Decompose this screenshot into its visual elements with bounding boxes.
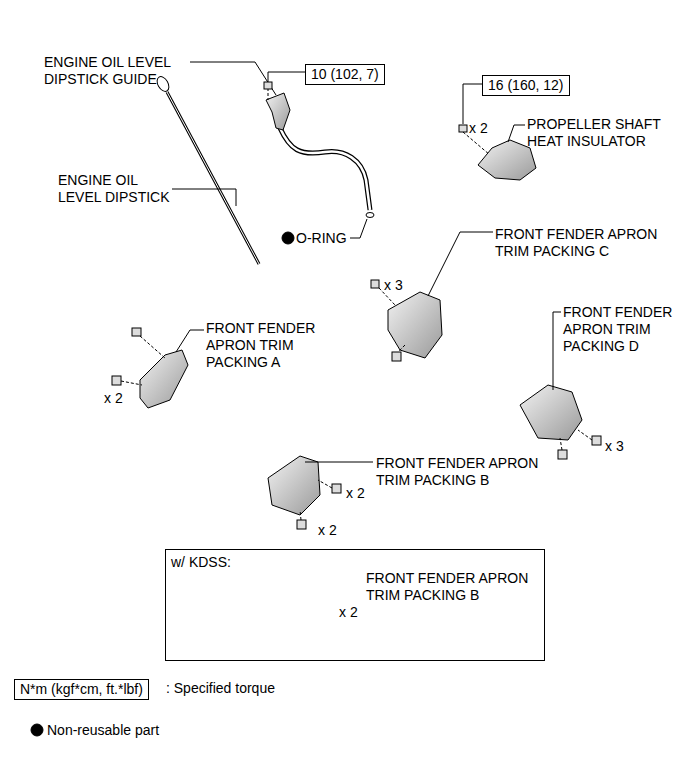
bolt xyxy=(392,352,401,361)
variant-heading: w/ KDSS: xyxy=(171,554,231,571)
part-name: FRONT FENDER APRON TRIM PACKING B xyxy=(366,570,536,604)
bolt-line xyxy=(268,88,269,100)
bolt-line xyxy=(578,430,592,440)
quantity: x 3 xyxy=(605,438,624,455)
legend-text: Non-reusable part xyxy=(47,722,159,738)
quantity: x 2 xyxy=(469,120,488,137)
torque-value: 10 (102, 7) xyxy=(311,66,379,83)
leader-line xyxy=(268,72,305,82)
leader-line xyxy=(428,232,493,296)
packing-b xyxy=(268,456,320,515)
quantity: x 3 xyxy=(384,277,403,294)
part-name: FRONT FENDER APRON TRIM PACKING B xyxy=(376,455,551,489)
bolt-line xyxy=(560,438,562,450)
legend-torque-box: N*m (kgf*cm, ft.*lbf) xyxy=(14,679,149,700)
leader-line xyxy=(553,312,561,390)
bolt xyxy=(112,376,121,385)
legend-text: : Specified torque xyxy=(166,680,275,696)
bolt xyxy=(558,450,567,459)
leader-line xyxy=(463,84,482,124)
guide-bracket xyxy=(266,93,290,130)
bolt xyxy=(592,436,601,445)
leader-line xyxy=(172,189,236,206)
bolt xyxy=(459,125,467,132)
non-reusable-dot xyxy=(31,724,43,736)
bolt-line xyxy=(398,345,405,352)
leader-line xyxy=(190,62,276,95)
bolt-line xyxy=(121,381,142,385)
bolt xyxy=(132,328,141,336)
leader-line xyxy=(508,125,525,142)
bolt xyxy=(297,520,306,529)
packing-c xyxy=(388,292,442,358)
non-reusable-dot xyxy=(282,232,294,244)
legend-item: Non-reusable part xyxy=(47,722,159,739)
quantity: x 2 xyxy=(346,485,365,502)
bolt-line xyxy=(300,510,301,520)
torque-value: 16 (160, 12) xyxy=(488,77,564,94)
leader-line xyxy=(176,330,204,352)
dipstick-rod xyxy=(167,92,259,264)
quantity: x 2 xyxy=(104,390,123,407)
part-name: ENGINE OIL LEVEL DIPSTICK xyxy=(58,172,176,206)
o-ring-symbol xyxy=(366,213,374,218)
dipstick-rod-highlight xyxy=(167,92,259,264)
bolt xyxy=(371,280,379,288)
part-name: FRONT FENDER APRON TRIM PACKING D xyxy=(563,304,681,355)
leader-line xyxy=(305,462,373,463)
guide-tube-highlight xyxy=(280,128,370,210)
torque-value: N*m (kgf*cm, ft.*lbf) xyxy=(20,681,143,698)
bolt xyxy=(332,484,341,493)
torque-box: 10 (102, 7) xyxy=(305,64,385,85)
torque-box: 16 (160, 12) xyxy=(482,75,570,96)
packing-a xyxy=(140,350,188,408)
quantity: x 2 xyxy=(318,522,337,539)
bolt-line xyxy=(140,336,165,358)
leader-line xyxy=(350,219,367,238)
quantity: x 2 xyxy=(339,604,358,621)
bolt xyxy=(264,82,272,89)
part-name: FRONT FENDER APRON TRIM PACKING A xyxy=(206,320,331,371)
variant-box: w/ KDSS: FRONT FENDER APRON TRIM PACKING … xyxy=(165,549,545,661)
bolt-line xyxy=(318,480,332,488)
guide-tube xyxy=(280,128,370,210)
part-name: ENGINE OIL LEVEL DIPSTICK GUIDE xyxy=(44,54,189,88)
dipstick-handle xyxy=(155,75,172,94)
packing-d xyxy=(520,385,582,440)
part-name: FRONT FENDER APRON TRIM PACKING C xyxy=(495,226,675,260)
legend-item: : Specified torque xyxy=(166,680,275,697)
part-name: PROPELLER SHAFT HEAT INSULATOR xyxy=(527,116,677,150)
part-name: O-RING xyxy=(296,230,347,247)
